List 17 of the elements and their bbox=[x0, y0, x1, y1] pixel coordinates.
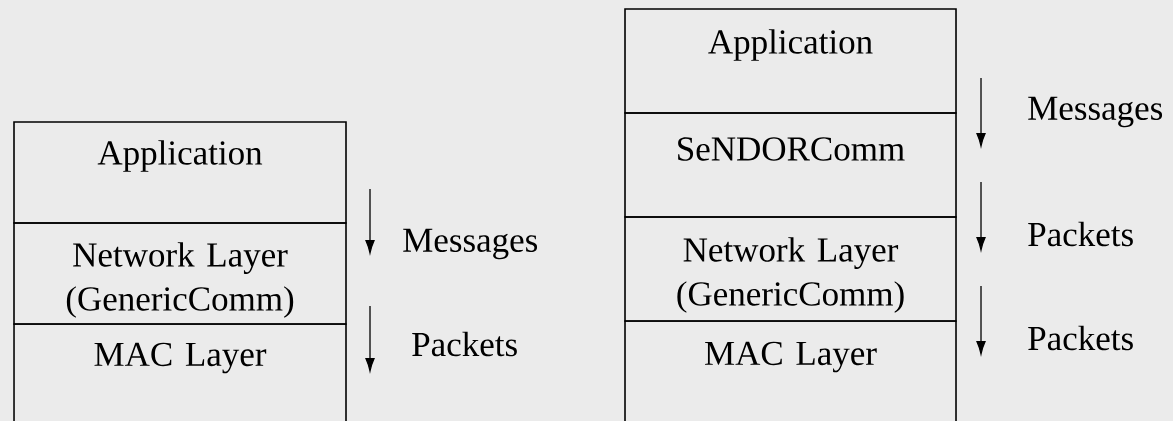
layer-box: SeNDORComm bbox=[624, 112, 957, 218]
layer-box: Network Layer (GenericComm) bbox=[13, 222, 347, 325]
layer-box: MAC Layer bbox=[624, 320, 957, 421]
layer-box: Application bbox=[13, 121, 347, 224]
layer-box: MAC Layer bbox=[13, 323, 347, 421]
edge-label: Packets bbox=[1028, 221, 1133, 247]
arrow bbox=[976, 285, 986, 355]
arrow bbox=[976, 181, 986, 251]
arrow bbox=[365, 188, 375, 254]
edge-label: Messages bbox=[1028, 96, 1163, 128]
arrow bbox=[976, 77, 986, 147]
edge-label: Packets bbox=[1028, 325, 1133, 351]
arrow bbox=[365, 305, 375, 372]
layer-box: Network Layer (GenericComm) bbox=[624, 216, 957, 322]
edge-label: Messages bbox=[403, 228, 538, 260]
layer-box: Application bbox=[624, 8, 957, 114]
edge-label: Packets bbox=[412, 331, 517, 357]
